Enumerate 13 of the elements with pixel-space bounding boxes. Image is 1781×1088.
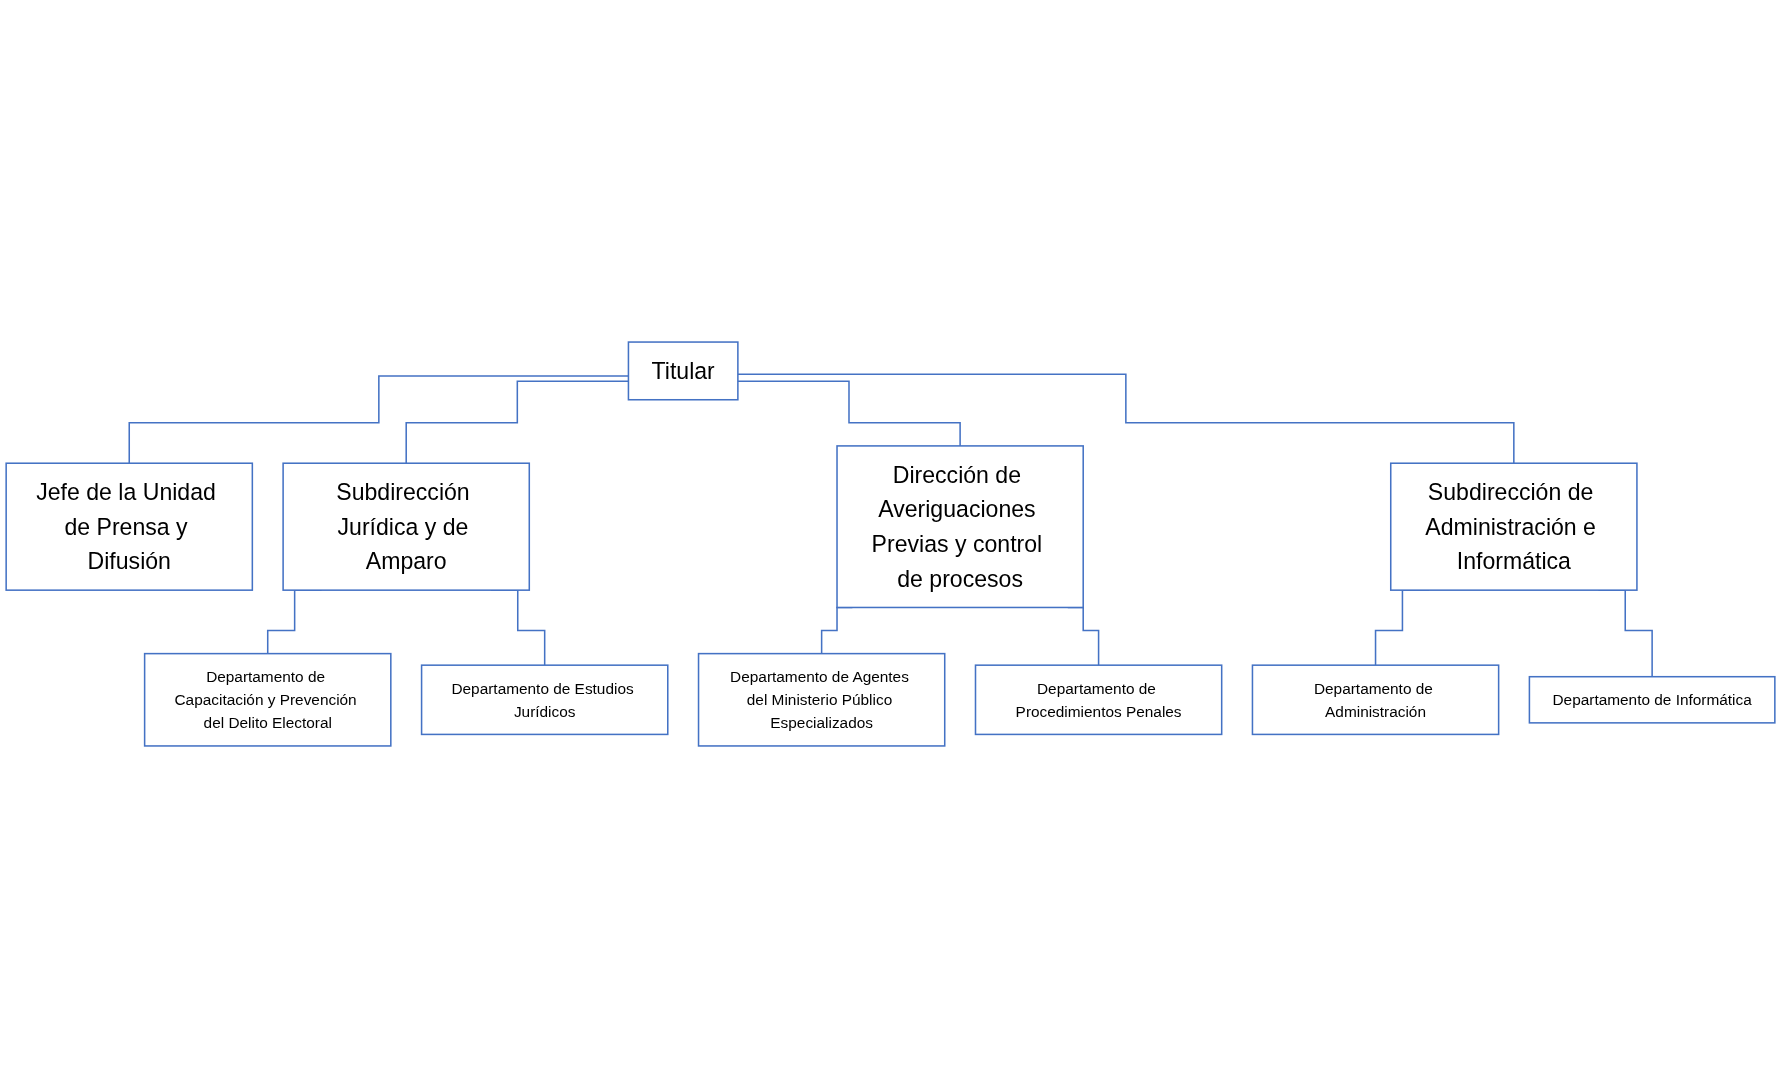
node-box: Departamento de Agentes del Ministerio Público Especializados <box>697 652 946 747</box>
node-box: Departamento de Procedimientos Penales <box>974 664 1223 736</box>
node-box: Titular <box>627 341 739 401</box>
node-box: Jefe de la Unidad de Prensa y Difusión <box>5 462 254 591</box>
node-box: Subdirección de Administración e Informática <box>1389 462 1638 591</box>
node-box: Subdirección Jurídica y de Amparo <box>282 462 531 591</box>
node-box: Departamento de Informática <box>1528 675 1776 724</box>
node-box: Departamento de Administración <box>1251 664 1500 736</box>
node-box: Departamento de Capacitación y Prevención del Delito Electoral <box>143 652 392 747</box>
node-box: Dirección de Averiguaciones Previas y control de procesos <box>836 445 1084 609</box>
node-box: Departamento de Estudios Jurídicos <box>420 664 669 736</box>
connector <box>737 373 1515 464</box>
connector <box>737 380 961 447</box>
